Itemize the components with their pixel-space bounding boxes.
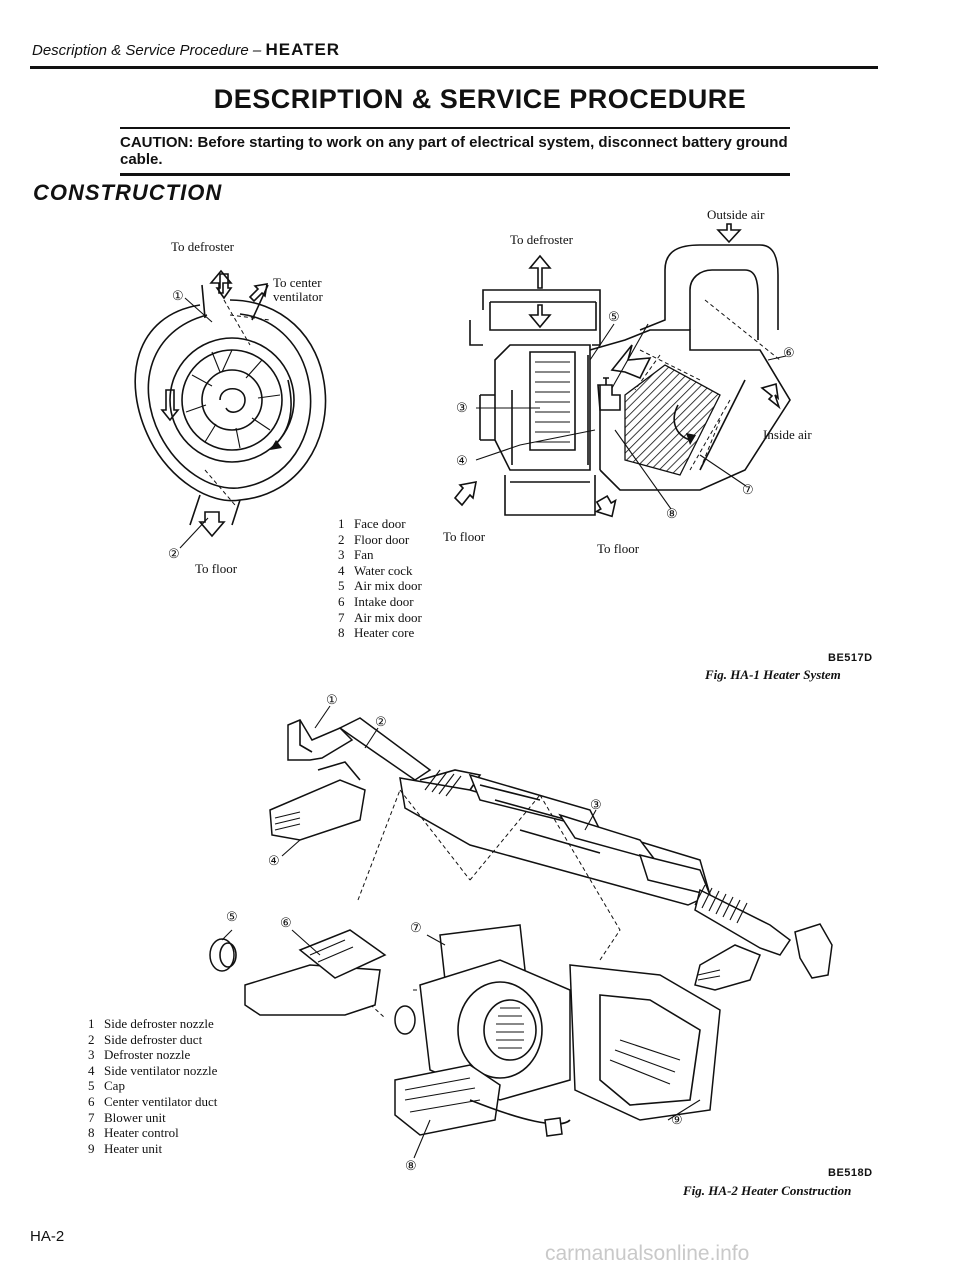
label-to-floor-mid: To floor <box>443 529 486 544</box>
fig1-caption: Fig. HA-1 Heater System <box>705 667 841 682</box>
fig1-callout-6: ⑥ <box>783 345 795 360</box>
section-title: CONSTRUCTION <box>33 180 223 205</box>
caution-notice: CAUTION: Before starting to work on any … <box>120 127 790 176</box>
label-to-floor-left: To floor <box>195 561 238 576</box>
fig1-callout-7: ⑦ <box>742 482 754 497</box>
fig2-callout-1: ① <box>326 692 338 707</box>
fig2-callout-9: ⑨ <box>671 1112 683 1127</box>
label-to-center-ventilator: To center ventilator <box>273 275 323 304</box>
label-to-defroster-right: To defroster <box>510 232 573 247</box>
page-number: HA-2 <box>30 1228 65 1245</box>
fig2-caption: Fig. HA-2 Heater Construction <box>683 1183 852 1198</box>
header-section: Description & Service Procedure – <box>32 42 262 59</box>
fig2-callout-7: ⑦ <box>410 920 422 935</box>
watermark: carmanualsonline.info <box>545 1242 750 1265</box>
fig1-code: BE517D <box>828 652 873 664</box>
fig1-callout-4: ④ <box>456 453 468 468</box>
label-inside-air: Inside air <box>763 427 812 442</box>
fig2-callout-8: ⑧ <box>405 1158 417 1173</box>
fig1-callout-3: ③ <box>456 400 468 415</box>
fig1-callout-1: ① <box>172 288 184 303</box>
label-to-defroster-left: To defroster <box>171 239 234 254</box>
running-header: Description & Service Procedure – HEATER <box>32 40 340 60</box>
fig2-code: BE518D <box>828 1167 873 1179</box>
fig1-callout-8: ⑧ <box>666 506 678 521</box>
fig2-callout-4: ④ <box>268 853 280 868</box>
fig2-callout-6: ⑥ <box>280 915 292 930</box>
header-system: HEATER <box>265 40 341 59</box>
fig2-callout-2: ② <box>375 714 387 729</box>
figure-ha2-drawing <box>209 705 833 1159</box>
fig1-callout-5: ⑤ <box>608 309 620 324</box>
label-to-floor-right: To floor <box>597 541 640 556</box>
blower-scroll-diagram <box>134 269 327 549</box>
label-outside-air: Outside air <box>707 207 765 222</box>
page-title: DESCRIPTION & SERVICE PROCEDURE <box>213 84 747 114</box>
heater-unit-diagram <box>453 223 791 518</box>
header-rule <box>30 66 878 69</box>
fig2-callout-3: ③ <box>590 797 602 812</box>
fig2-callout-5: ⑤ <box>226 909 238 924</box>
fig1-callout-2: ② <box>168 546 180 561</box>
